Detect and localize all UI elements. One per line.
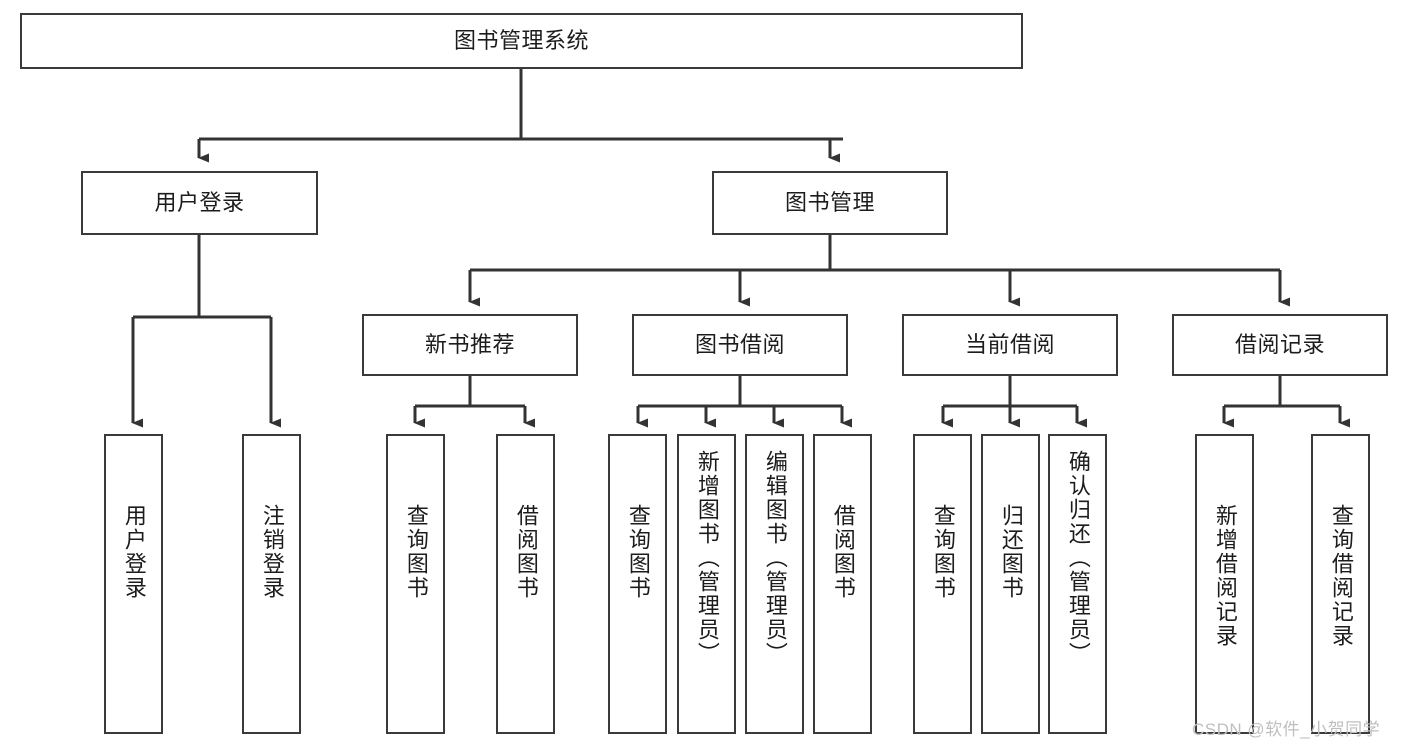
leaf-borrow-add-book[interactable]: 新增图书（管理员） (677, 434, 736, 734)
node-label: 查询图书 (930, 504, 956, 600)
leaf-record-query-record[interactable]: 查询借阅记录 (1311, 434, 1370, 734)
node-book-management[interactable]: 图书管理 (712, 171, 948, 235)
node-book-borrow[interactable]: 图书借阅 (632, 314, 848, 376)
node-new-book-recommend[interactable]: 新书推荐 (362, 314, 578, 376)
leaf-current-return-book[interactable]: 归还图书 (981, 434, 1040, 734)
node-label: 新增借阅记录 (1212, 504, 1238, 648)
node-label: 注销登录 (259, 504, 285, 600)
node-label: 图书借阅 (694, 332, 785, 358)
node-label: 借阅图书 (830, 504, 856, 600)
node-label: 用户登录 (154, 190, 245, 216)
node-label: 确认归还（管理员） (1065, 450, 1091, 666)
node-label: 查询借阅记录 (1328, 504, 1354, 648)
leaf-user-login-logout[interactable]: 注销登录 (242, 434, 301, 734)
node-label: 当前借阅 (964, 332, 1055, 358)
node-current-borrow[interactable]: 当前借阅 (902, 314, 1118, 376)
watermark-text: CSDN @软件_小贺同学 (1192, 720, 1381, 739)
node-label: 新增图书（管理员） (694, 450, 720, 666)
leaf-borrow-borrow-book[interactable]: 借阅图书 (813, 434, 872, 734)
node-label: 图书管理 (784, 190, 875, 216)
leaf-borrow-edit-book[interactable]: 编辑图书（管理员） (745, 434, 804, 734)
node-label: 查询图书 (403, 504, 429, 600)
node-label: 归还图书 (998, 504, 1024, 600)
leaf-current-query-book[interactable]: 查询图书 (913, 434, 972, 734)
node-label: 编辑图书（管理员） (762, 450, 788, 666)
node-root-system[interactable]: 图书管理系统 (20, 13, 1023, 69)
leaf-recommend-borrow-book[interactable]: 借阅图书 (496, 434, 555, 734)
node-label: 借阅图书 (513, 504, 539, 600)
node-label: 新书推荐 (424, 332, 515, 358)
leaf-user-login-login[interactable]: 用户登录 (104, 434, 163, 734)
node-label: 图书管理系统 (453, 28, 589, 54)
node-borrow-record[interactable]: 借阅记录 (1172, 314, 1388, 376)
leaf-recommend-query-book[interactable]: 查询图书 (386, 434, 445, 734)
leaf-current-confirm-return[interactable]: 确认归还（管理员） (1048, 434, 1107, 734)
node-label: 用户登录 (121, 504, 147, 600)
leaf-record-add-record[interactable]: 新增借阅记录 (1195, 434, 1254, 734)
node-user-login[interactable]: 用户登录 (81, 171, 318, 235)
node-label: 查询图书 (625, 504, 651, 600)
node-label: 借阅记录 (1234, 332, 1325, 358)
leaf-borrow-query-book[interactable]: 查询图书 (608, 434, 667, 734)
